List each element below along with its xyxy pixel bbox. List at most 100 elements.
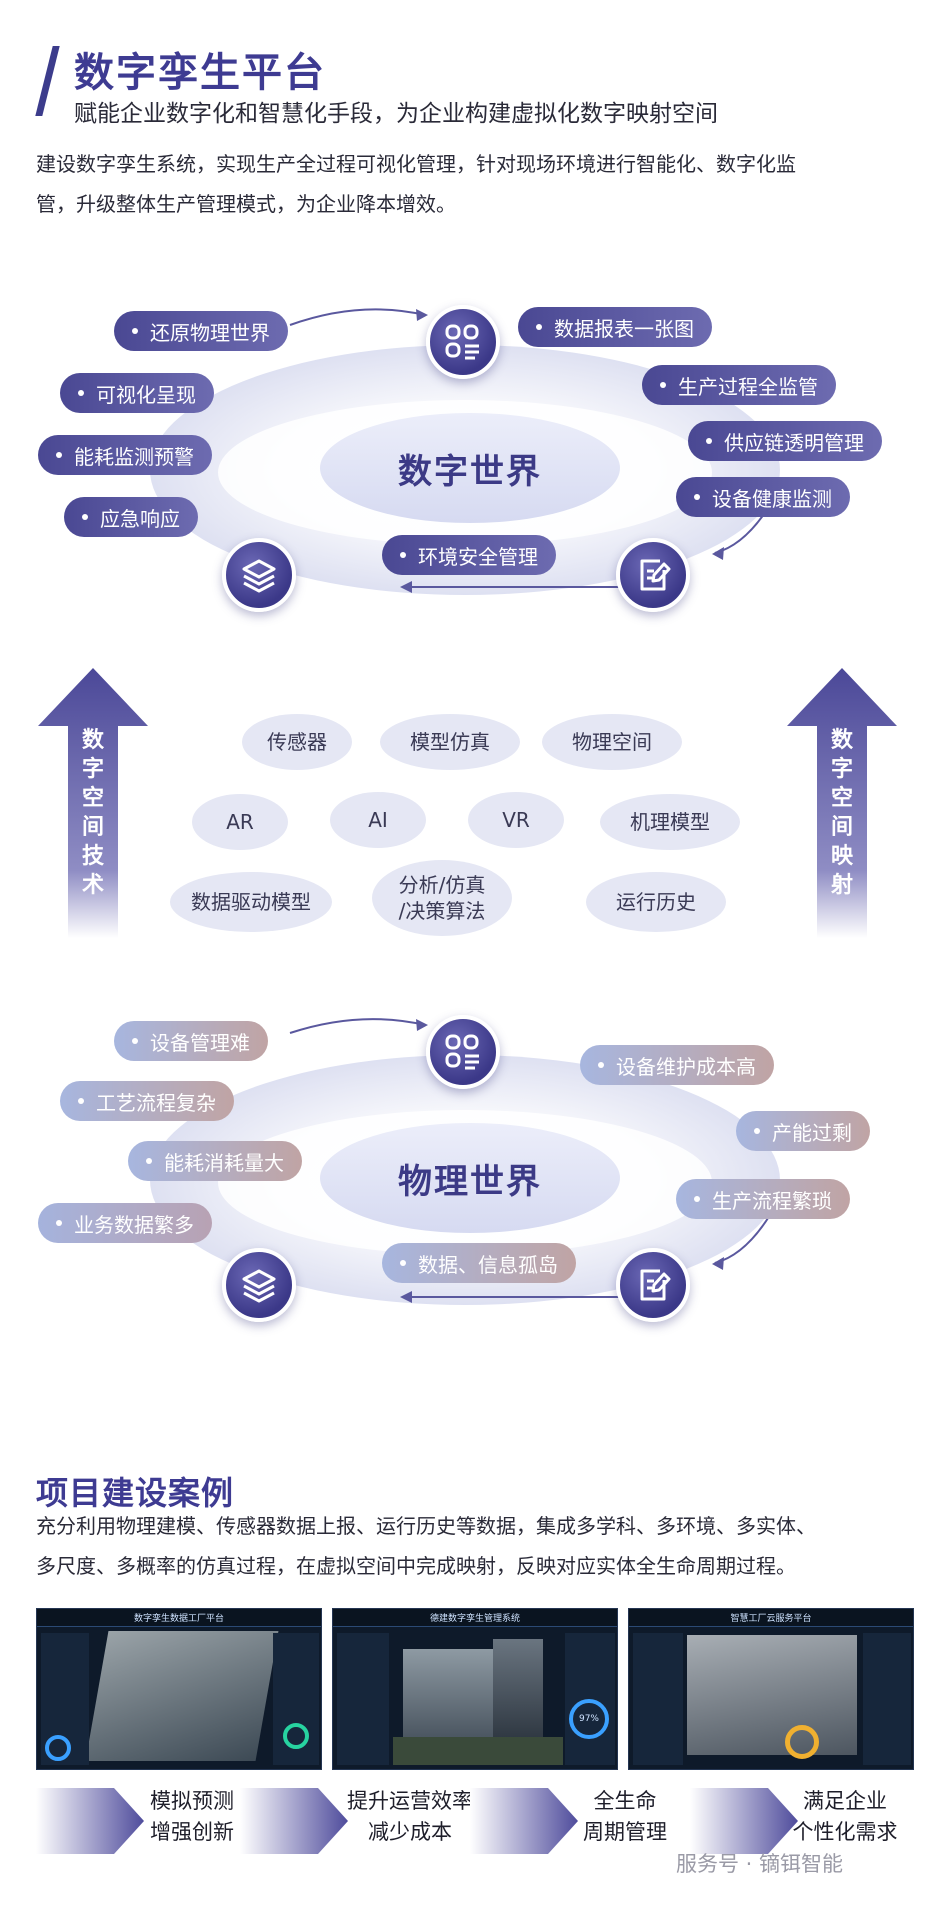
bullet-dot [536,324,542,330]
arrow-char: 间 [830,815,853,840]
digital-item-pill: 设备健康监测 [676,477,850,517]
left-arrow-label: 数 字 空 间 技 术 [71,726,115,900]
arrow-char: 间 [81,815,104,840]
case-screenshot: 数字孪生数据工厂平台 [36,1608,322,1770]
screen-title: 德建数字孪生管理系统 [429,1614,520,1624]
pill-label: 产能过剩 [772,1120,852,1145]
bullet-dot [132,1038,138,1044]
tech-bubble: 物理空间 [542,714,682,770]
bullet-dot [56,1220,62,1226]
edit-document-icon [616,538,690,612]
grid-list-icon [426,1015,500,1089]
physical-item-pill: 工艺流程复杂 [60,1081,234,1121]
building-render [403,1649,493,1739]
intro-line: 建设数字孪生系统，实现生产全过程可视化管理，针对现场环境进行智能化、数字化监 [36,152,796,176]
intro-line: 管，升级整体生产管理模式，为企业降本增效。 [36,192,456,216]
physical-item-pill: 业务数据繁多 [38,1203,212,1243]
tech-bubble-multiline: 分析/仿真 /决策算法 [372,860,512,936]
bullet-dot [78,390,84,396]
chevron-right-icon [470,1788,578,1854]
bullet-dot [400,552,406,558]
center-label-digital-world: 数字世界 [320,413,620,523]
ground-render [393,1737,563,1765]
arrow-char: 映 [830,844,853,869]
chevron-right-icon [240,1788,348,1854]
benefit-step: 提升运营效率 减少成本 [330,1786,490,1848]
pill-label: 设备健康监测 [712,486,832,511]
tech-bubble: 传感器 [242,714,352,770]
factory-floor-render [85,1631,279,1761]
bullet-dot [754,1128,760,1134]
side-panel [863,1633,911,1765]
page-subtitle: 赋能企业数字化和智慧化手段，为企业构建虚拟化数字映射空间 [74,101,718,127]
physical-item-pill: 能耗消耗量大 [128,1141,302,1181]
digital-item-pill: 应急响应 [64,497,198,537]
bullet-dot [694,494,700,500]
edit-document-icon [616,1248,690,1322]
tech-bubble: VR [468,792,564,848]
right-up-arrow-icon [787,668,897,938]
bullet-dot [660,382,666,388]
case-screenshot: 德建数字孪生管理系统 97% [332,1608,618,1770]
physical-item-pill: 数据、信息孤岛 [382,1243,576,1283]
pill-label: 可视化呈现 [96,382,196,407]
pill-label: 数据报表一张图 [554,316,694,341]
physical-item-pill: 设备管理难 [114,1021,268,1061]
arrow-char: 数 [81,728,104,753]
arrow-char: 空 [81,786,104,811]
screen-title: 数字孪生数据工厂平台 [133,1614,224,1624]
screen-header [333,1609,617,1627]
bullet-dot [598,1062,604,1068]
digital-item-pill: 生产过程全监管 [642,365,836,405]
intro-paragraph: 建设数字孪生系统，实现生产全过程可视化管理，针对现场环境进行智能化、数字化监 管… [36,144,906,224]
screen-title: 智慧工厂云服务平台 [730,1614,812,1624]
step-line: 提升运营效率 [347,1789,473,1813]
tech-bubble: 运行历史 [586,872,726,932]
screen-header [37,1609,321,1627]
pill-label: 生产过程全监管 [678,374,818,399]
screen-header [629,1609,913,1627]
step-line: 减少成本 [368,1820,452,1844]
pill-label: 业务数据繁多 [74,1212,194,1237]
left-up-arrow-icon [38,668,148,938]
center-label-physical-world: 物理世界 [320,1123,620,1233]
gauge-ring [785,1725,819,1759]
factory-floor-render [687,1635,857,1755]
bullet-dot [694,1196,700,1202]
step-line: 个性化需求 [792,1820,898,1844]
title-accent-bar [35,46,60,116]
right-arrow-label: 数 字 空 间 映 射 [820,726,864,900]
layers-icon [222,1248,296,1322]
digital-item-pill: 还原物理世界 [114,311,288,351]
orbit-arrows [289,308,771,593]
page-title: 数字孪生平台 [74,50,326,96]
case-screenshot: 智慧工厂云服务平台 [628,1608,914,1770]
step-line: 模拟预测 [150,1789,234,1813]
pill-label: 工艺流程复杂 [96,1090,216,1115]
physical-world-diagram: 物理世界 设备管理难 工艺流程复杂 能耗消耗量大 业务数据繁多 设备维护成本高 … [0,965,935,1365]
bullet-dot [78,1098,84,1104]
bullet-dot [82,514,88,520]
digital-item-pill: 能耗监测预警 [38,435,212,475]
tech-bubble: 数据驱动模型 [170,872,332,932]
chevron-right-icon [690,1788,798,1854]
side-panel [633,1633,683,1765]
bullet-dot [400,1260,406,1266]
step-line: 增强创新 [150,1820,234,1844]
step-line: 周期管理 [583,1820,667,1844]
bullet-dot [146,1158,152,1164]
pill-label: 设备维护成本高 [616,1054,756,1079]
percent-gauge: 97% [569,1699,609,1739]
digital-item-pill: 供应链透明管理 [688,421,882,461]
pill-label: 能耗消耗量大 [164,1150,284,1175]
digital-item-pill: 可视化呈现 [60,373,214,413]
benefit-step: 全生命 周期管理 [560,1786,690,1848]
grid-list-icon [426,305,500,379]
benefit-step: 满足企业 个性化需求 [770,1786,920,1848]
pill-label: 环境安全管理 [418,544,538,569]
pill-label: 设备管理难 [150,1030,250,1055]
tech-bubble: 模型仿真 [380,714,520,770]
arrow-char: 射 [830,873,853,898]
bullet-dot [706,438,712,444]
digital-world-diagram: 数字世界 还原物理世界 可视化呈现 能耗监测预警 应急响应 数据报表一张图 生产… [0,255,935,655]
